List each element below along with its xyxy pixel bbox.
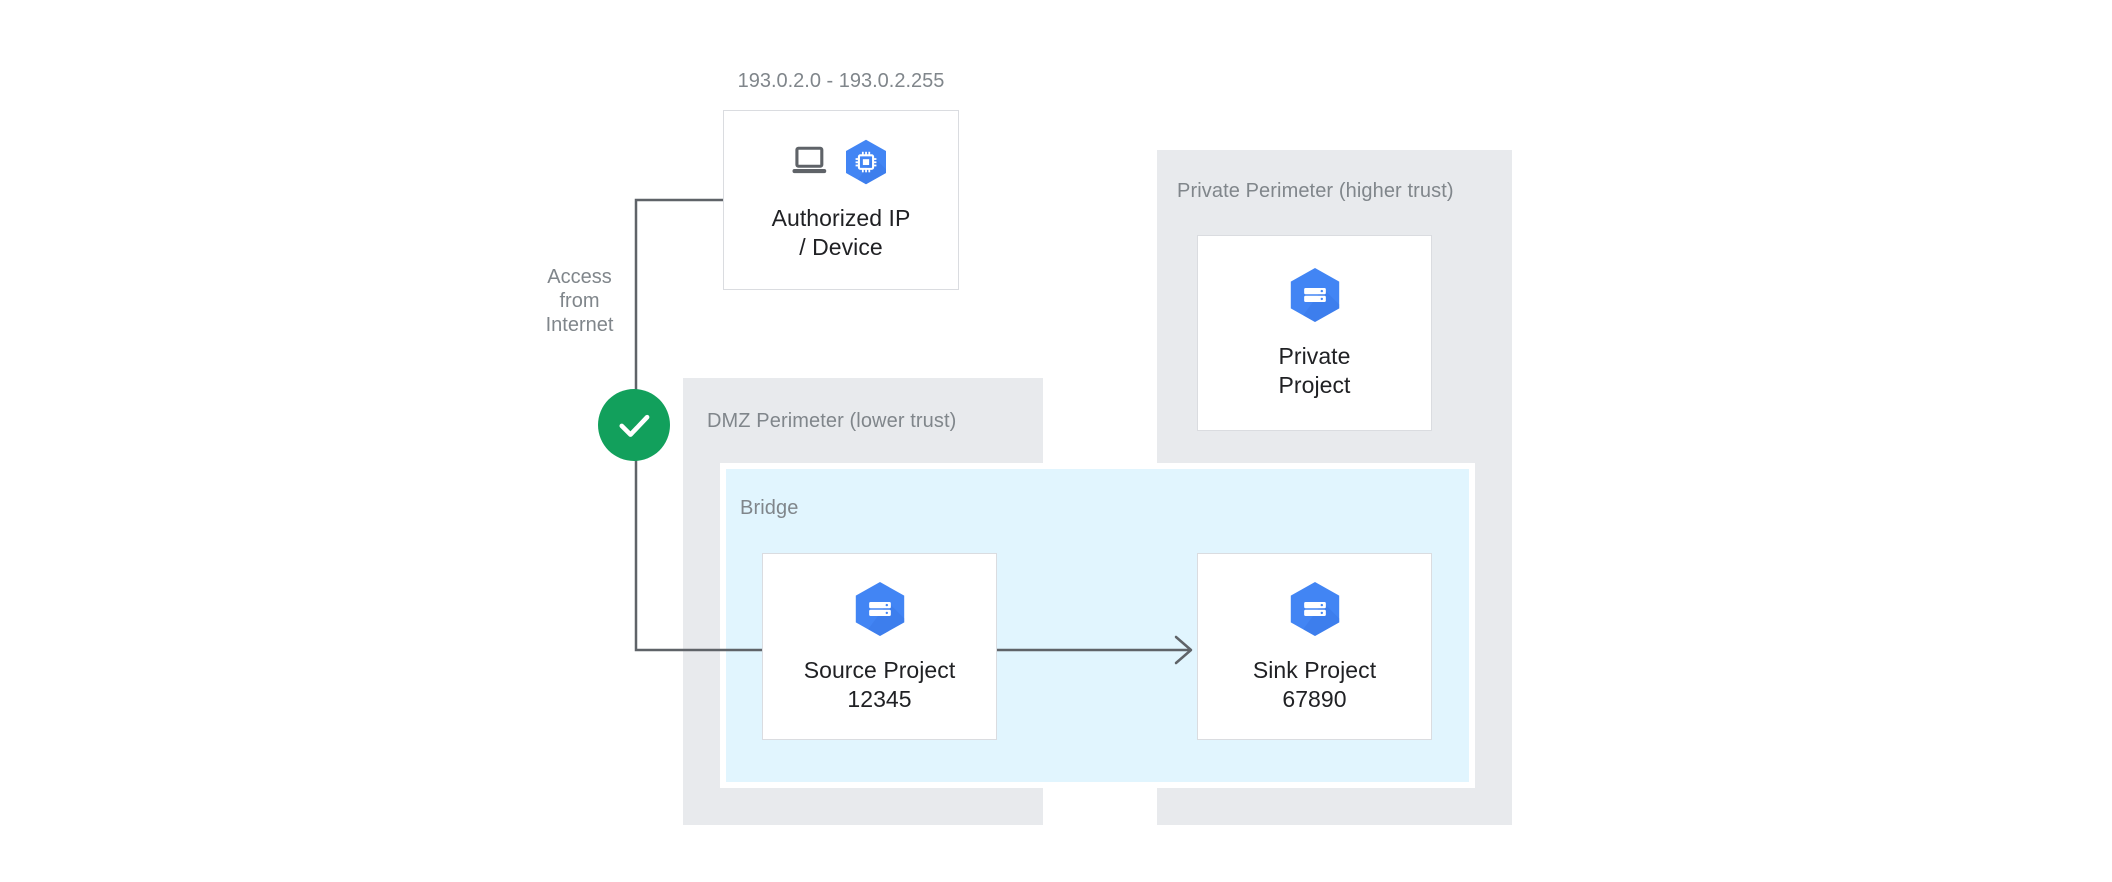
dmz-perimeter-label: DMZ Perimeter (lower trust) — [707, 410, 957, 432]
laptop-icon — [792, 146, 827, 174]
authorized-ip-device-label: Authorized IP / Device — [771, 205, 911, 260]
check-icon — [619, 414, 650, 437]
source-project-label: Source Project 12345 — [803, 656, 956, 712]
node-sink-project[interactable]: Sink Project 67890 — [1197, 553, 1432, 740]
project-hexagon-icon — [1290, 268, 1339, 322]
node-source-project[interactable]: Source Project 12345 — [762, 553, 997, 740]
project-hexagon-icon — [1290, 581, 1339, 636]
access-from-internet-label: Access from Internet — [545, 266, 614, 336]
bridge-label: Bridge — [740, 497, 799, 519]
node-private-project[interactable]: Private Project — [1197, 235, 1432, 431]
sink-project-label: Sink Project 67890 — [1252, 656, 1377, 712]
compute-chip-hexagon-icon — [846, 139, 886, 185]
project-hexagon-icon — [855, 581, 904, 636]
authorized-ip-icon-group — [791, 138, 891, 186]
access-allowed-status-badge — [598, 389, 670, 461]
ip-range-label: 193.0.2.0 - 193.0.2.255 — [737, 70, 945, 92]
private-project-label: Private Project — [1278, 343, 1351, 398]
private-perimeter-label: Private Perimeter (higher trust) — [1177, 180, 1454, 202]
node-authorized-ip-device[interactable]: Authorized IP / Device — [723, 110, 959, 290]
